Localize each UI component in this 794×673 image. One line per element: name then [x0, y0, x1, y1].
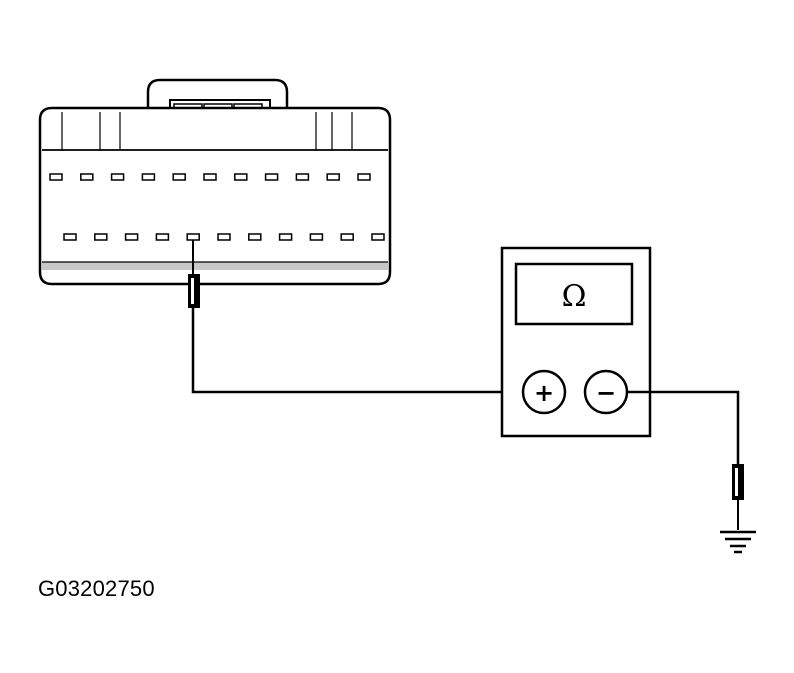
connector-pin: [357, 173, 371, 181]
connector-pin: [326, 173, 340, 181]
connector-pin: [234, 173, 248, 181]
connector-pin: [172, 173, 186, 181]
probe-lead: [188, 240, 520, 394]
connector-pin: [63, 233, 77, 241]
connector-pin-probed: [186, 233, 200, 241]
connector-pin: [264, 173, 279, 181]
connector-pin: [124, 233, 139, 241]
test-lead-wire: [191, 308, 520, 394]
connector-pin: [203, 173, 217, 181]
negative-terminal-label: −: [596, 379, 616, 407]
ohmmeter: Ω + −: [500, 246, 652, 438]
connector-pin: [371, 233, 385, 241]
positive-terminal-label: +: [534, 379, 554, 407]
connector-pin: [295, 173, 310, 181]
connector-pin: [141, 173, 156, 181]
connector-pin: [49, 173, 63, 181]
positive-terminal: [521, 369, 567, 415]
ground-wire: [627, 390, 740, 466]
connector-pin: [110, 173, 125, 181]
connector-pins-top-row: [49, 173, 371, 181]
probe-body-highlight: [191, 278, 194, 304]
ohmmeter-display: [514, 262, 634, 326]
connector-pin: [309, 233, 324, 241]
ohm-symbol: Ω: [562, 279, 587, 314]
figure-id: G03202750: [38, 576, 155, 601]
connector-pin: [278, 233, 293, 241]
connector-pin: [248, 233, 262, 241]
wiring-connector: [38, 78, 392, 286]
connector-pin: [340, 233, 354, 241]
connector-pin: [217, 233, 231, 241]
connector-body: [38, 106, 392, 286]
ground-lead: [627, 390, 756, 554]
connector-pin: [80, 173, 94, 181]
connector-bottom-shade: [42, 262, 388, 270]
connector-pin: [94, 233, 108, 241]
connector-pins-bottom-row: [63, 233, 385, 241]
connector-pin: [155, 233, 170, 241]
ground-probe-highlight: [735, 468, 738, 496]
